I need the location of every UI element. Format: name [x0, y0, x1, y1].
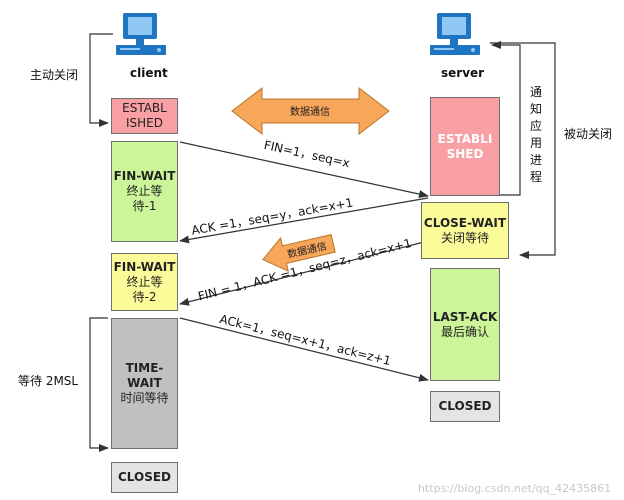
server-established-state: ESTABLI SHED	[430, 97, 500, 196]
ack1-arrow	[179, 197, 429, 244]
fin1-arrow	[179, 141, 429, 198]
fin2-arrow	[179, 240, 429, 306]
client-closed-state: CLOSED	[111, 462, 178, 493]
active-close-label: 主动关闭	[30, 68, 79, 82]
passive-close-bracket	[490, 42, 556, 259]
notify-app-label: 通 知 应 用 进 程	[529, 85, 542, 184]
active-close-bracket	[89, 33, 113, 127]
watermark: https://blog.csdn.net/qq_42435861	[418, 482, 612, 495]
wait-2msl-bracket	[89, 317, 109, 452]
client-fin-wait-1-state: FIN-WAIT 终止等 待-1	[111, 141, 178, 242]
data-comm-arrow-middle: 数据通信	[262, 233, 336, 273]
passive-close-label: 被动关闭	[564, 127, 613, 141]
data-comm-arrow-top: 数据通信	[231, 86, 390, 136]
client-fin-wait-2-state: FIN-WAIT 终止等 待-2	[111, 253, 178, 311]
server-last-ack-state: LAST-ACK 最后确认	[430, 268, 500, 381]
ack2-arrow	[179, 317, 429, 382]
client-label: client	[130, 66, 168, 80]
client-time-wait-state: TIME-WAIT 时间等待	[111, 318, 178, 449]
data-comm-top-label: 数据通信	[290, 105, 330, 118]
wait-2msl-label: 等待 2MSL	[18, 374, 79, 388]
server-computer-icon	[430, 13, 480, 55]
notify-app-bracket	[491, 41, 521, 196]
server-closed-state: CLOSED	[430, 391, 500, 422]
server-close-wait-state: CLOSE-WAIT 关闭等待	[421, 202, 509, 259]
server-label: server	[441, 66, 485, 80]
client-established-state: ESTABL ISHED	[111, 98, 178, 134]
client-computer-icon	[116, 13, 166, 55]
